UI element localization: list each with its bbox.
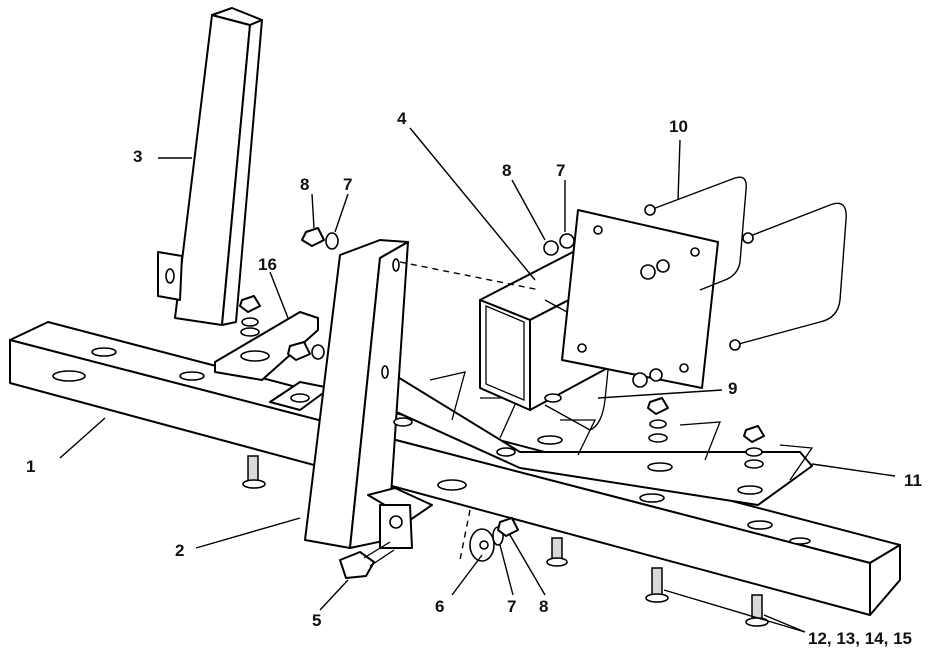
callout-12-13-14-15: 12, 13, 14, 15 [808,629,912,648]
alignment-line [399,261,541,291]
callout-1: 1 [26,457,35,476]
callout-8-plate: 8 [502,161,511,180]
callout-6: 6 [435,597,444,616]
part-5-hex-bolt [339,541,395,579]
mounting-plate [561,209,719,389]
callout-9: 9 [728,379,737,398]
leader-lines [59,127,896,633]
callout-10: 10 [669,117,688,136]
part-3-upright-angle [157,7,263,326]
callout-11: 11 [904,471,922,490]
callout-8-bottom: 8 [539,597,548,616]
callout-4: 4 [397,109,407,128]
part-1-main-rail [9,321,901,616]
callout-3: 3 [133,147,142,166]
callout-5: 5 [312,611,321,630]
callout-8-post: 8 [300,175,309,194]
callout-16: 16 [258,255,277,274]
callout-7-bottom: 7 [507,597,516,616]
callout-7-plate: 7 [556,161,565,180]
callout-7-post: 7 [343,175,352,194]
callout-labels: 1 2 3 4 5 6 7 7 7 8 8 8 9 10 11 16 12, 1… [26,109,922,648]
part-2-vertical-post [304,239,433,549]
callout-2: 2 [175,541,184,560]
part-6-7-8-stud-washer-nut [459,509,519,562]
hardware-nuts-washers [239,227,765,469]
part-10-u-bolts [644,176,847,351]
